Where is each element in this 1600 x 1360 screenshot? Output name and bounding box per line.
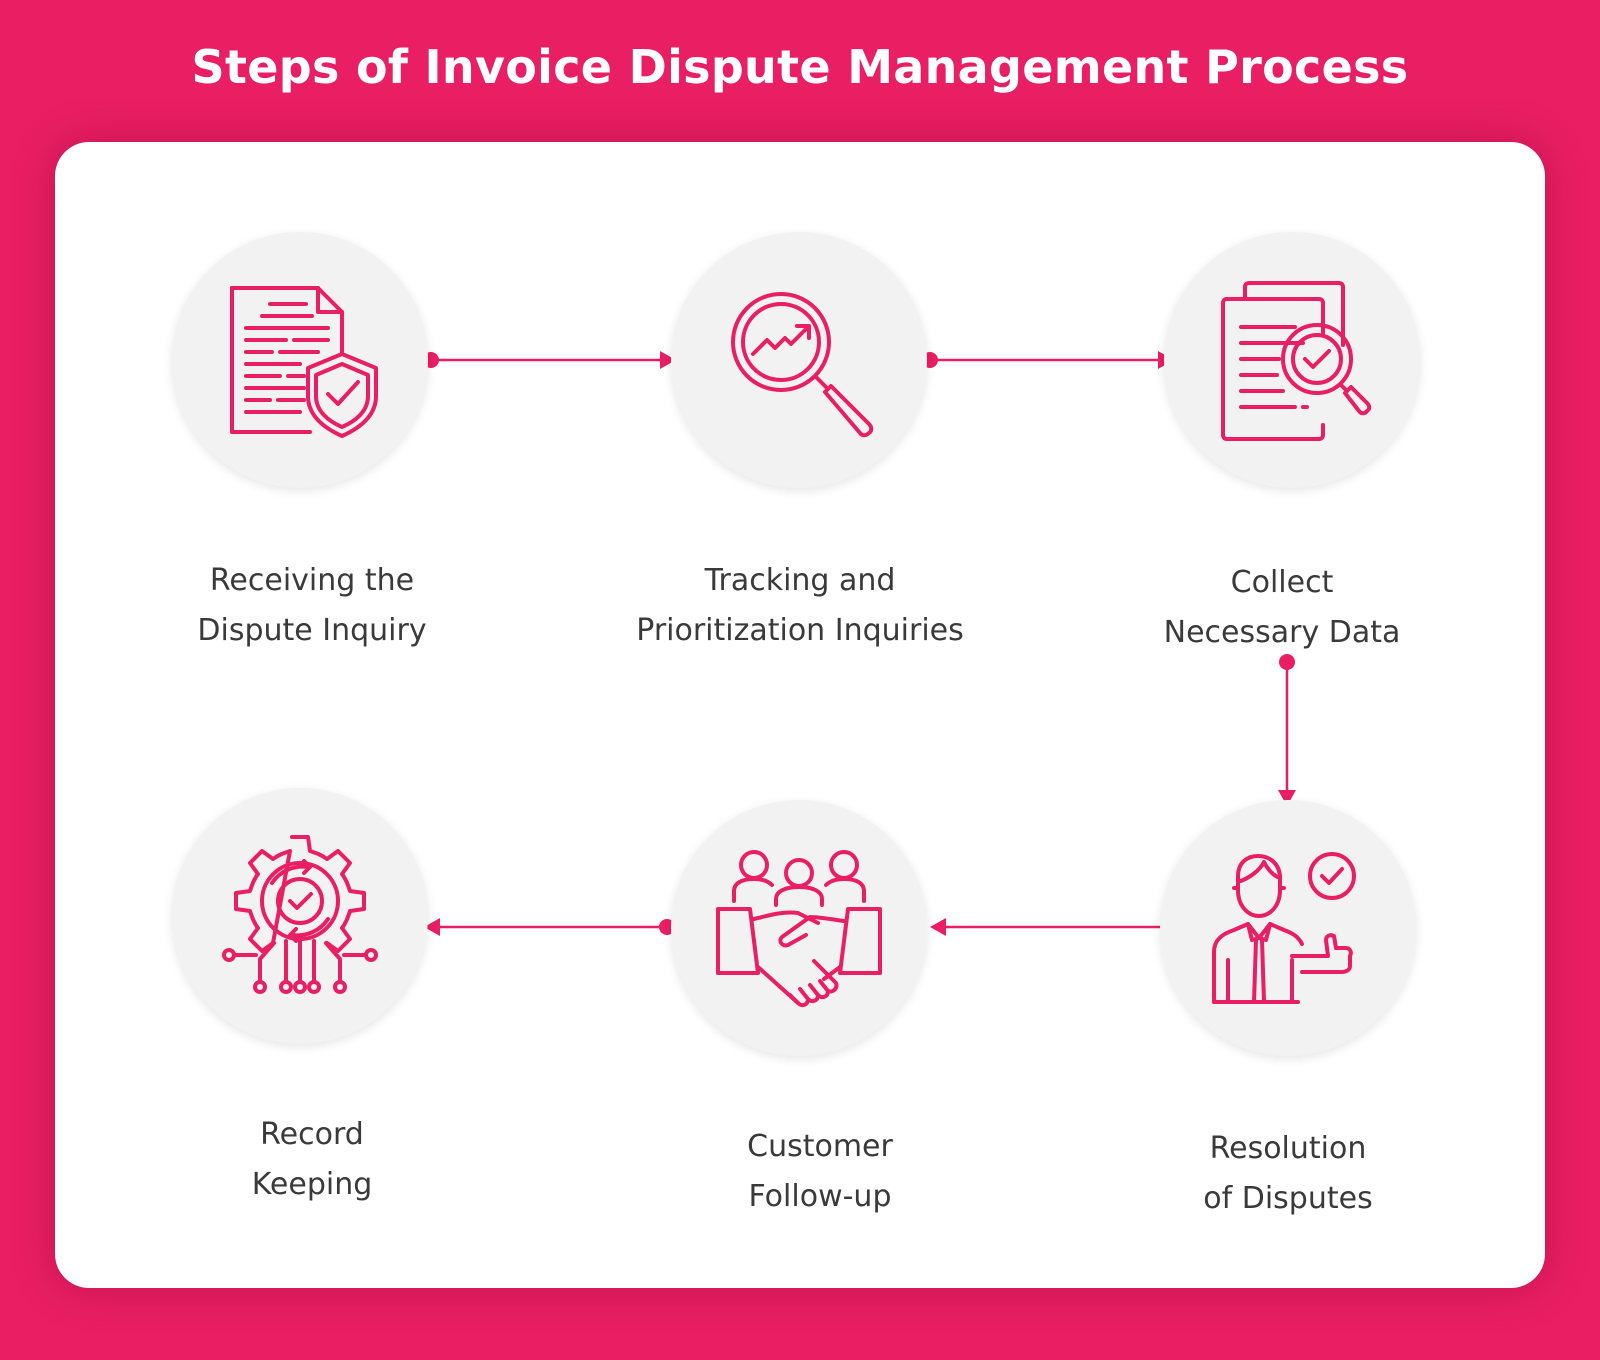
step-1-label-line2: Dispute Inquiry [197,613,427,648]
step-4-label-line1: Resolution [1209,1131,1367,1166]
step-4-label-line2: of Disputes [1203,1181,1373,1216]
person-approval-icon [1212,852,1356,1004]
team-handshake-icon [716,850,882,1008]
step-4-circle [1160,800,1416,1056]
magnifier-trend-icon [731,292,874,438]
step-6-label-line2: Keeping [251,1167,373,1202]
gear-check-circuit-icon [222,835,378,994]
step-5-label-line1: Customer [747,1129,893,1164]
document-shield-icon [230,286,378,438]
documents-search-check-icon [1221,281,1372,441]
page-title: Steps of Invoice Dispute Management Proc… [191,40,1409,94]
arrow-step3-to-step4 [1278,654,1296,806]
step-2-label-line1: Tracking and [704,563,896,598]
step-1-circle [172,232,428,488]
step-4-label: Resolution of Disputes [1078,1124,1498,1224]
step-1-label: Receiving the Dispute Inquiry [102,556,522,656]
step-3-label: Collect Necessary Data [1072,558,1492,658]
step-3-circle [1164,232,1420,488]
arrow-step4-to-step5 [930,918,1184,936]
step-1-label-line1: Receiving the [209,563,415,598]
step-2-circle [671,232,927,488]
arrow-step2-to-step3 [922,351,1174,369]
step-5-label-line2: Follow-up [748,1179,892,1214]
step-6-circle [172,788,428,1044]
step-2-label-line2: Prioritization Inquiries [636,613,964,648]
step-3-label-line2: Necessary Data [1163,615,1401,650]
step-3-label-line1: Collect [1230,565,1334,600]
step-5-circle [671,800,927,1056]
step-5-label: Customer Follow-up [610,1122,1030,1222]
step-2-label: Tracking and Prioritization Inquiries [590,556,1010,656]
step-6-label: Record Keeping [102,1110,522,1210]
arrow-step5-to-step6 [424,918,675,936]
step-6-label-line1: Record [260,1117,364,1152]
arrow-step1-to-step2 [423,351,676,369]
